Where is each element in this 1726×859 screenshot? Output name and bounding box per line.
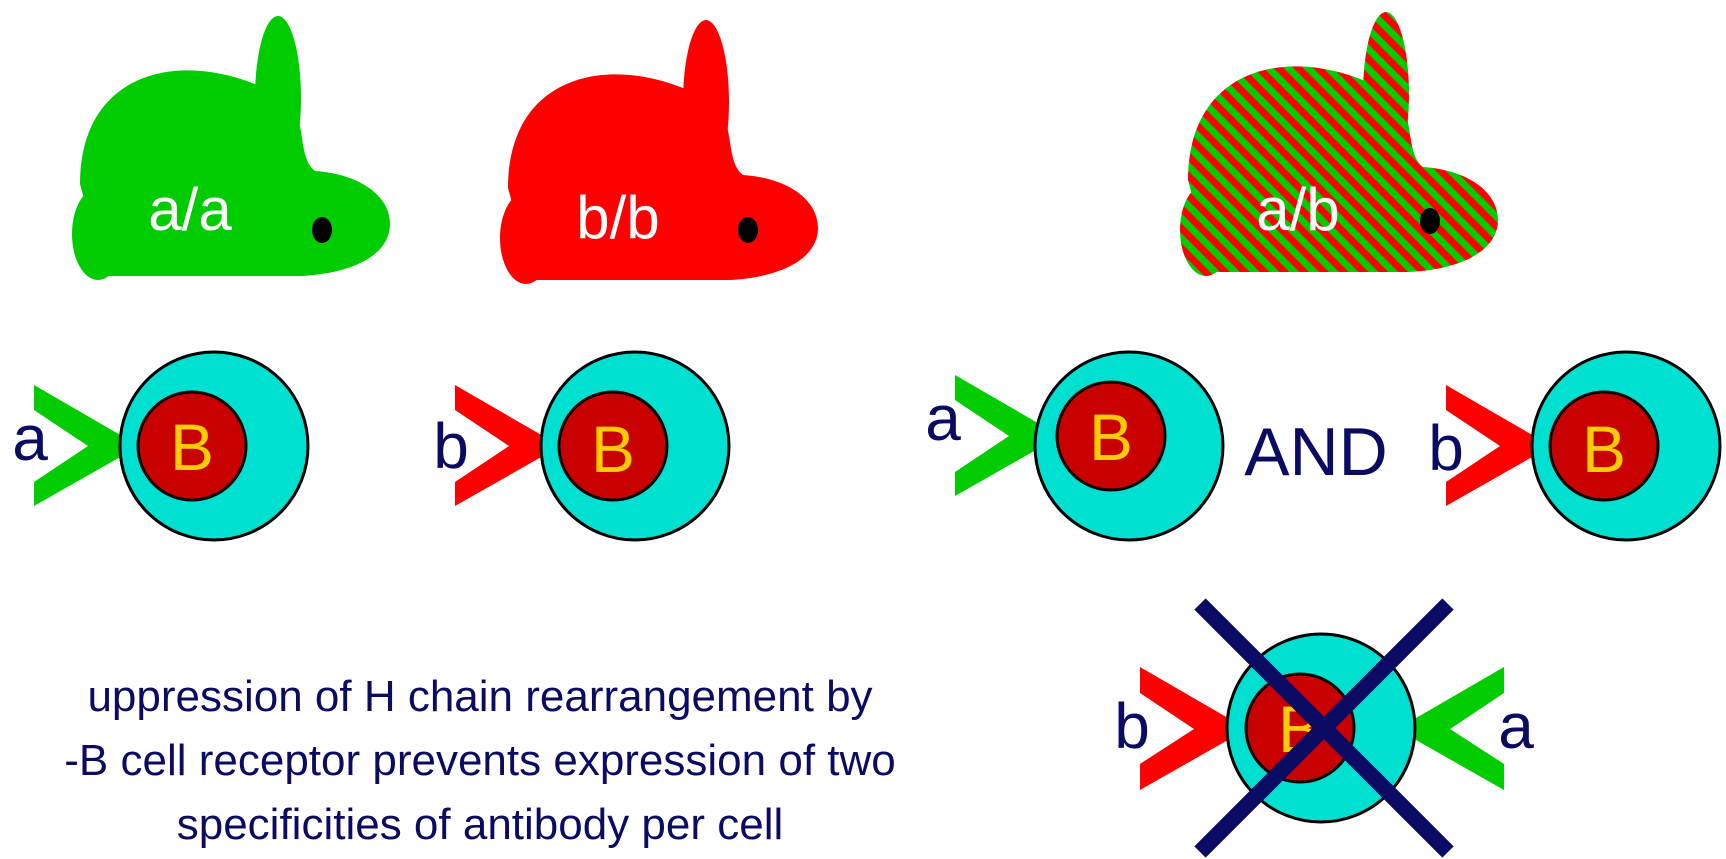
receptor-green <box>34 385 122 506</box>
b-cell-nucleus <box>136 390 248 502</box>
cross-out-mark <box>1194 598 1454 858</box>
b-cell-label: B <box>591 412 635 486</box>
dual-receptor-cell: b a B <box>1114 598 1534 858</box>
rabbit-eye <box>1420 208 1440 234</box>
b-cell-nucleus <box>557 390 669 502</box>
b-cell-b-hetero: b B <box>1428 350 1722 542</box>
receptor-label: b <box>1428 412 1464 484</box>
caption-line-3: specificities of antibody per cell <box>176 800 784 849</box>
b-cell-nucleus <box>1055 380 1167 492</box>
left-receptor-label: b <box>1114 690 1150 762</box>
b-cell-nucleus <box>1548 390 1660 502</box>
b-cell-label: B <box>170 410 214 484</box>
rabbit-genotype-label: a/b <box>1256 176 1339 243</box>
rabbit-eye <box>738 217 758 243</box>
caption-line-1: uppression of H chain rearrangement by <box>87 672 873 721</box>
receptor-red <box>455 385 543 506</box>
right-receptor-label: a <box>1498 690 1534 762</box>
receptor-green <box>1416 667 1504 790</box>
and-label: AND <box>1244 414 1388 490</box>
caption-line-2: -B cell receptor prevents expression of … <box>64 736 896 785</box>
rabbit-genotype-label: b/b <box>576 184 659 251</box>
b-cell-a: a B <box>12 350 310 542</box>
receptor-label: a <box>12 402 48 474</box>
caption: uppression of H chain rearrangement by -… <box>0 665 980 857</box>
rabbit-ab: a/b <box>1180 12 1498 276</box>
rabbit-genotype-label: a/a <box>148 176 232 243</box>
rabbit-bb: b/b <box>500 20 818 284</box>
receptor-red <box>1446 385 1534 506</box>
b-cell-label: B <box>1582 412 1626 486</box>
receptor-label: b <box>433 410 469 482</box>
receptor-green <box>955 375 1043 496</box>
receptor-label: a <box>925 382 961 454</box>
b-cell-nucleus <box>1244 672 1356 784</box>
receptor-red <box>1140 667 1228 790</box>
b-cell-b: b B <box>433 350 731 542</box>
b-cell-label: B <box>1089 400 1133 474</box>
rabbit-eye <box>312 217 332 243</box>
b-cell-a-hetero: a B <box>925 350 1225 542</box>
rabbit-aa: a/a <box>72 16 390 280</box>
